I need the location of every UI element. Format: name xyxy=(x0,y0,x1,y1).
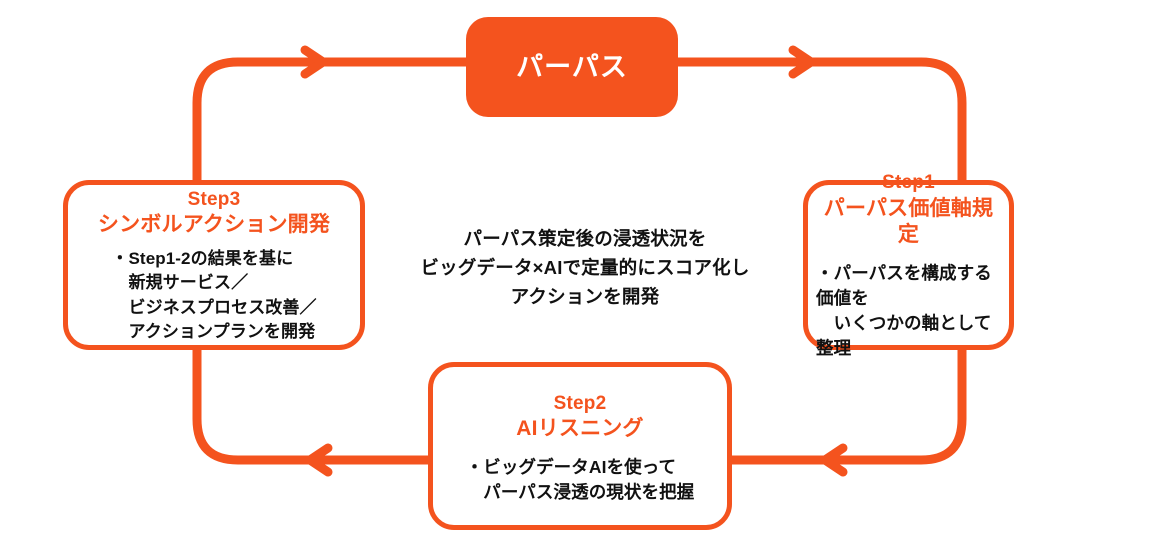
connector-step1-to-step2-arrowhead xyxy=(820,443,848,477)
step1-heading: Step1 パーパス価値軸規定 xyxy=(816,171,1001,249)
step1-title: パーパス価値軸規定 xyxy=(823,196,994,247)
connector-step2-to-step3-arrowhead xyxy=(305,443,333,477)
connector-step3-to-purpose-path xyxy=(192,57,471,190)
connector-step3-to-purpose-arrowhead xyxy=(300,45,328,79)
step1-number: Step1 xyxy=(882,172,935,194)
step2-body: ・ビッグデータAIを使って パーパス浸透の現状を把握 xyxy=(465,456,695,502)
step3-title: シンボルアクション開発 xyxy=(97,213,331,237)
step2-number: Step2 xyxy=(553,392,607,414)
step1-body: ・パーパスを構成する価値を いくつかの軸として整理 xyxy=(816,263,992,358)
step2-title: AIリスニング xyxy=(516,416,644,440)
connector-purpose-to-step1-arrowhead xyxy=(788,45,816,79)
node-purpose[interactable]: パーパス xyxy=(466,17,678,117)
connector-purpose-to-step1-path xyxy=(673,57,967,190)
connector-step1-to-step2-path xyxy=(727,340,967,465)
node-step1[interactable]: Step1 パーパス価値軸規定 ・パーパスを構成する価値を いくつかの軸として整… xyxy=(803,172,1014,358)
step3-body: ・Step1-2の結果を基に 新規サービス／ ビジネスプロセス改善／ アクション… xyxy=(111,249,317,341)
step3-heading: Step3 シンボルアクション開発 xyxy=(98,188,330,239)
step2-heading: Step2 AIリスニング xyxy=(516,392,643,443)
connector-step2-to-step3-path xyxy=(192,340,433,465)
purpose-label: パーパス xyxy=(516,51,628,82)
node-step2[interactable]: Step2 AIリスニング ・ビッグデータAIを使って パーパス浸透の現状を把握 xyxy=(428,362,732,530)
center-caption: パーパス策定後の浸透状況を ビッグデータ×AIで定量的にスコア化し アクションを… xyxy=(420,228,750,308)
node-step3[interactable]: Step3 シンボルアクション開発 ・Step1-2の結果を基に 新規サービス／… xyxy=(63,180,365,350)
step3-number: Step3 xyxy=(187,189,241,211)
